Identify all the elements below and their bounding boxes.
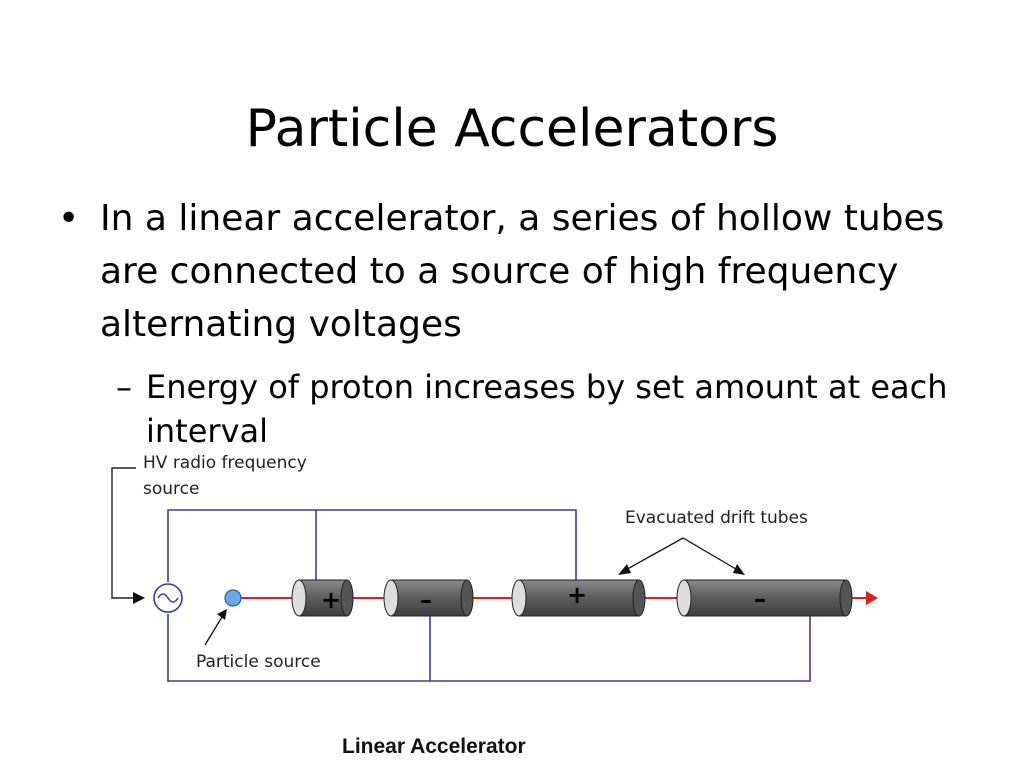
bullet-list: • In a linear accelerator, a series of h… [58,192,978,453]
sub-bullet-item: – Energy of proton increases by set amou… [116,365,978,453]
callout-arrowhead-left [618,564,631,575]
circuit-wires [167,509,811,682]
diagram-caption: Linear Accelerator [342,735,526,758]
drift-tube-3: + [511,579,646,617]
sub-bullet-text: Energy of proton increases by set amount… [146,368,948,450]
label-particle-source: Particle source [196,652,321,672]
tube-2-sign: – [420,586,432,614]
particle-source-pointer [204,616,223,646]
label-hv-line2: source [143,479,199,499]
drift-tube-4: – [676,579,853,617]
hv-pointer-arrowhead [133,592,145,604]
label-drift-tubes: Evacuated drift tubes [625,508,808,528]
bullet-marker: • [58,198,80,239]
ac-wave [157,593,179,603]
drift-tube-2: – [383,579,474,617]
beam-arrow-icon [866,591,878,605]
callout-arrowhead-right [733,564,745,575]
drift-tubes-callout [621,537,742,573]
tube-3-sign: + [567,581,587,609]
slide-title: Particle Accelerators [245,98,779,159]
particle-source-pointer-arrowhead [217,609,227,620]
hv-pointer [111,467,136,599]
wire-bottom [167,614,811,682]
sub-bullet-marker: – [116,368,132,406]
wire-top [167,509,577,582]
particle-source [224,589,242,607]
drift-tube-1: + [291,579,354,617]
tube-1-sign: + [321,586,341,614]
label-hv-line1: HV radio frequency [143,453,307,473]
bullet-text: In a linear accelerator, a series of hol… [100,198,945,345]
tube-4-sign: – [754,585,766,613]
bullet-item: • In a linear accelerator, a series of h… [58,192,978,351]
